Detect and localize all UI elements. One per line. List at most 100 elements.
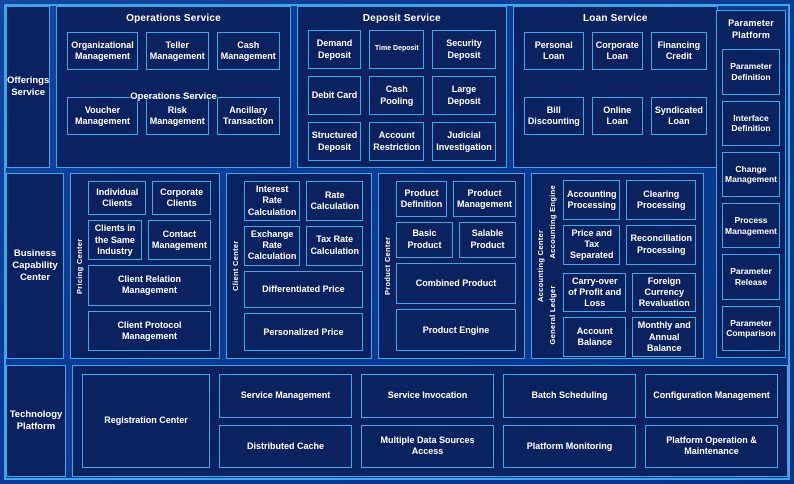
cell-voucher-management[interactable]: Voucher Management (67, 97, 138, 135)
cell-time-deposit[interactable]: Time Deposit (369, 30, 425, 69)
cell-teller-management[interactable]: Teller Management (145, 32, 209, 70)
panel-deposit-service: Deposit Service Demand Deposit Time Depo… (296, 6, 507, 168)
row-pair-1: Interest Rate Calculation Rate Calculati… (243, 181, 363, 221)
accounting-center-body: Accounting Engine Accounting Processing … (547, 178, 699, 357)
cell-cash-pooling[interactable]: Cash Pooling (369, 76, 425, 115)
cell-rate-calculation[interactable]: Rate Calculation (306, 181, 363, 221)
cell-corporate-loan[interactable]: Corporate Loan (591, 32, 643, 70)
cell-online-loan[interactable]: Online Loan (591, 97, 643, 135)
business-capability-center-row: Business Capability Center Pricing Cente… (6, 173, 788, 359)
vlabel-pricing-center: Pricing Center (74, 238, 84, 294)
cell-accounting-processing[interactable]: Accounting Processing (562, 180, 621, 220)
cell-clients-in-the-same-industry[interactable]: Clients in the Same Industry (87, 220, 142, 261)
cell-tax-rate-calculation[interactable]: Tax Rate Calculation (306, 225, 363, 266)
cell-parameter-definition[interactable]: Parameter Definition (722, 49, 780, 95)
cell-judicial-investigation[interactable]: Judicial Investigation (432, 122, 496, 161)
cell-cash-management[interactable]: Cash Management (216, 32, 280, 70)
cell-foreign-currency-revaluation[interactable]: Foreign Currency Revaluation (632, 272, 696, 313)
cell-platform-monitoring[interactable]: Platform Monitoring (503, 424, 636, 468)
cell-contact-management[interactable]: Contact Management (147, 220, 211, 261)
cell-financing-credit[interactable]: Financing Credit (650, 32, 707, 70)
cell-price-and-tax-separated[interactable]: Price and Tax Separated (562, 224, 621, 265)
cell-process-management[interactable]: Process Management (722, 203, 780, 249)
row-pair-2: Basic Product Salable Product (395, 221, 516, 258)
cell-registration-center[interactable]: Registration Center (82, 374, 210, 468)
cell-clearing-processing[interactable]: Clearing Processing (626, 180, 696, 220)
product-center-body: Product Definition Product Management Ba… (395, 178, 520, 354)
row-pair-1: Individual Clients Corporate Clients (87, 181, 211, 216)
section-product-center: Product Center Product Definition Produc… (377, 173, 525, 359)
cell-reconciliation-processing[interactable]: Reconciliation Processing (626, 224, 696, 265)
vlabel-client-center: Client Center (230, 240, 240, 292)
cell-client-protocol-management[interactable]: Client Protocol Management (87, 310, 211, 352)
technology-column-1: Service Management Distributed Cache (219, 374, 352, 468)
cell-syndicated-loan[interactable]: Syndicated Loan (650, 97, 707, 135)
cell-product-engine[interactable]: Product Engine (395, 309, 516, 351)
vlabel-general-ledger: General Ledger (547, 285, 557, 345)
cell-platform-operation-and-maintenance[interactable]: Platform Operation & Maintenance (645, 424, 778, 468)
pricing-center-body: Individual Clients Corporate Clients Cli… (87, 178, 215, 354)
cell-demand-deposit[interactable]: Demand Deposit (307, 30, 362, 69)
cell-exchange-rate-calculation[interactable]: Exchange Rate Calculation (243, 225, 301, 266)
cell-security-deposit[interactable]: Security Deposit (432, 30, 496, 69)
cell-change-management[interactable]: Change Management (722, 151, 780, 198)
panel-technology-platform: Registration Center Service Management D… (72, 365, 788, 477)
row-pair-2: Clients in the Same Industry Contact Man… (87, 220, 211, 261)
group-general-ledger: General Ledger Carry-over of Profit and … (548, 271, 699, 360)
offerings-service-row: Offerings Service Operations Service Org… (6, 6, 788, 168)
cell-account-balance[interactable]: Account Balance (562, 317, 627, 357)
rail-technology-platform: Technology Platform (6, 365, 66, 477)
general-ledger-grid: Carry-over of Profit and Loss Foreign Cu… (560, 271, 699, 360)
panel-title-deposit-service: Deposit Service (362, 13, 441, 24)
cell-bill-discounting[interactable]: Bill Discounting (523, 97, 584, 135)
cell-ancillary-transaction[interactable]: Ancillary Transaction (216, 97, 280, 135)
cell-carry-over-of-profit-and-loss[interactable]: Carry-over of Profit and Loss (562, 272, 627, 313)
cell-debit-card[interactable]: Debit Card (307, 76, 362, 115)
cell-interface-definition[interactable]: Interface Definition (722, 100, 780, 146)
cell-individual-clients[interactable]: Individual Clients (87, 181, 147, 216)
cell-distributed-cache[interactable]: Distributed Cache (219, 424, 352, 468)
cell-combined-product[interactable]: Combined Product (395, 262, 516, 305)
technology-column-4: Configuration Management Platform Operat… (645, 374, 778, 468)
panel-title-operations-service: Operations Service (126, 13, 221, 24)
cell-personalized-price[interactable]: Personalized Price (243, 313, 363, 351)
rail-offerings-service: Offerings Service (6, 6, 51, 168)
client-center-body: Interest Rate Calculation Rate Calculati… (243, 178, 367, 354)
cell-account-restriction[interactable]: Account Restriction (369, 122, 425, 161)
cell-batch-scheduling[interactable]: Batch Scheduling (503, 374, 636, 418)
row-pair-2: Exchange Rate Calculation Tax Rate Calcu… (243, 225, 363, 266)
cell-personal-loan[interactable]: Personal Loan (523, 32, 584, 70)
cell-product-management[interactable]: Product Management (452, 181, 516, 217)
cell-client-relation-management[interactable]: Client Relation Management (87, 265, 211, 306)
cell-interest-rate-calculation[interactable]: Interest Rate Calculation (243, 181, 301, 221)
cell-basic-product[interactable]: Basic Product (395, 221, 453, 258)
accounting-engine-grid: Accounting Processing Clearing Processin… (560, 178, 699, 267)
cell-parameter-comparison[interactable]: Parameter Comparison (722, 305, 780, 351)
cell-risk-management[interactable]: Risk Management (145, 97, 209, 135)
cell-configuration-management[interactable]: Configuration Management (645, 374, 778, 418)
cell-differentiated-price[interactable]: Differentiated Price (243, 270, 363, 309)
panel-operations-service: Operations Service Organizational Manage… (56, 6, 291, 168)
cell-product-definition[interactable]: Product Definition (395, 181, 447, 217)
panel-parameter-platform: Parameter Platform Parameter Definition … (716, 10, 786, 358)
rail-business-capability-center: Business Capability Center (6, 173, 64, 359)
cell-salable-product[interactable]: Salable Product (458, 221, 516, 258)
section-client-center: Client Center Interest Rate Calculation … (225, 173, 372, 359)
technology-column-2: Service Invocation Multiple Data Sources… (361, 374, 494, 468)
vlabel-accounting-engine: Accounting Engine (547, 185, 557, 259)
cell-parameter-release[interactable]: Parameter Release (722, 254, 780, 300)
cell-multiple-data-sources-access[interactable]: Multiple Data Sources Access (361, 424, 494, 468)
cell-service-invocation[interactable]: Service Invocation (361, 374, 494, 418)
loan-service-grid: Personal Loan Corporate Loan Financing C… (514, 28, 717, 167)
technology-column-3: Batch Scheduling Platform Monitoring (503, 374, 636, 468)
cell-corporate-clients[interactable]: Corporate Clients (152, 181, 211, 216)
panel-loan-service: Loan Service Personal Loan Corporate Loa… (512, 6, 718, 168)
cell-large-deposit[interactable]: Large Deposit (432, 76, 496, 115)
cell-structured-deposit[interactable]: Structured Deposit (307, 122, 362, 161)
section-accounting-center: Accounting Center Accounting Engine Acco… (530, 173, 704, 359)
row-pair-1: Product Definition Product Management (395, 181, 516, 217)
cell-service-management[interactable]: Service Management (219, 374, 352, 418)
cell-monthly-and-annual-balance[interactable]: Monthly and Annual Balance (632, 317, 696, 357)
cell-organizational-management[interactable]: Organizational Management (67, 32, 138, 70)
